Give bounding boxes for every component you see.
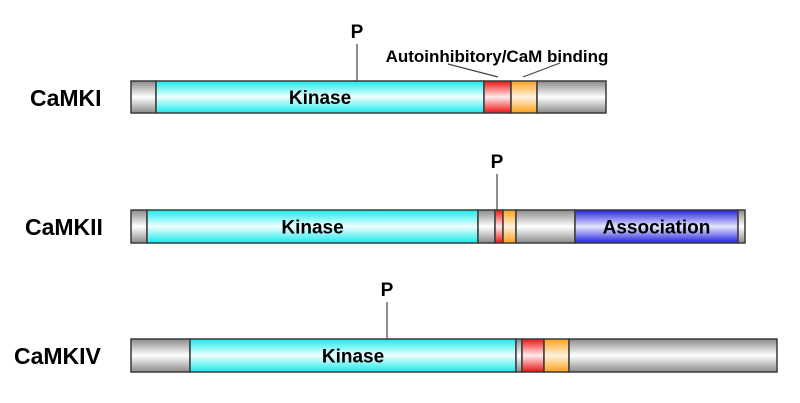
domain-gray	[130, 209, 148, 244]
domain-gray	[477, 209, 496, 244]
domain-cam-binding	[543, 338, 570, 373]
domain-autoinhibitory	[494, 209, 504, 244]
annotation-label: Autoinhibitory/CaM binding	[386, 47, 609, 66]
domain-gray	[737, 209, 746, 244]
protein-row-camkii: CaMKII Kinase Association P	[25, 152, 746, 244]
domain-association	[574, 209, 739, 244]
protein-name: CaMKII	[25, 214, 103, 240]
protein-row-camkiv: CaMKIV Kinase P	[14, 280, 778, 373]
domain-autoinhibitory	[521, 338, 545, 373]
domain-bar: Kinase	[130, 338, 778, 373]
phospho-site-label: P	[381, 280, 394, 301]
phospho-site-label: P	[351, 22, 364, 43]
domain-autoinhibitory	[483, 80, 512, 114]
domain-gray	[130, 338, 191, 373]
protein-row-camki: CaMKI Kinase P	[30, 22, 607, 114]
domain-gray	[515, 209, 576, 244]
domain-gray	[515, 338, 523, 373]
domain-label: Kinase	[289, 88, 351, 109]
protein-name: CaMKIV	[14, 343, 102, 369]
domain-gray	[130, 80, 157, 114]
domain-gray	[568, 338, 778, 373]
domain-cam-binding	[510, 80, 538, 114]
domain-kinase	[146, 209, 479, 244]
domain-bar: Kinase Association	[130, 209, 746, 244]
domain-gray	[536, 80, 607, 114]
domain-kinase	[189, 338, 517, 373]
domain-bar: Kinase	[130, 80, 607, 114]
protein-name: CaMKI	[30, 85, 102, 111]
annotation-leader-autoinhibitory	[447, 63, 499, 78]
domain-label: Kinase	[281, 218, 343, 239]
annotation-leader-cam-binding	[522, 62, 561, 78]
phospho-site-label: P	[491, 152, 504, 173]
domain-label: Kinase	[322, 347, 384, 368]
domain-cam-binding	[502, 209, 517, 244]
domain-label: Association	[603, 218, 711, 239]
